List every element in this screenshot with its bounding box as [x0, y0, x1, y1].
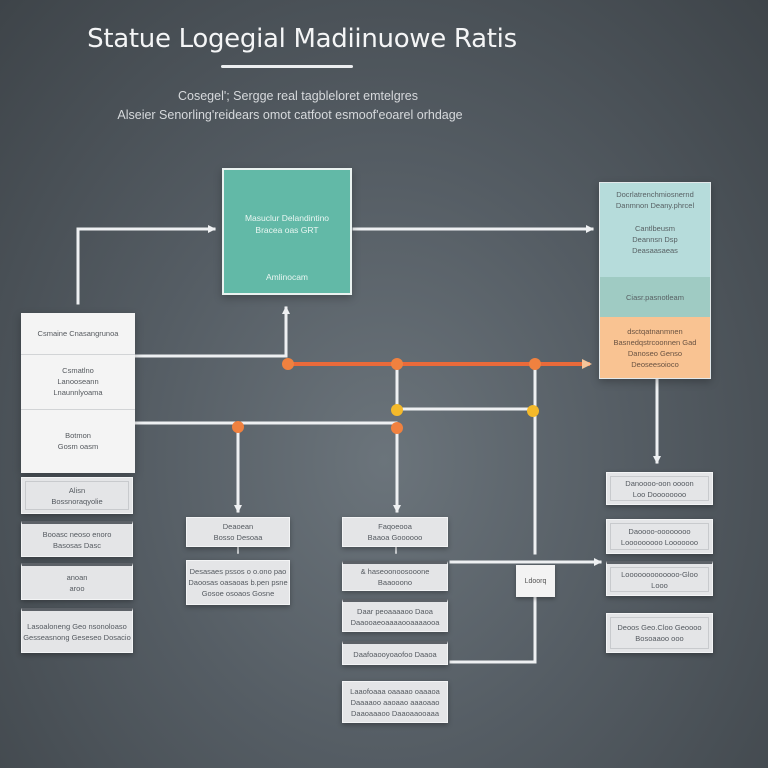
- left-card[interactable]: Booasc neoso enoro Basosas Dasc: [21, 521, 133, 557]
- subtitle-line-1: Cosegel'; Sergge real tagbleloret emtelg…: [177, 89, 419, 103]
- junction-orange: [529, 358, 541, 370]
- stack-bottom-line: dsctqatnanmnen: [627, 326, 683, 336]
- right-card[interactable]: Looooooooooooo-Gloo Looo: [606, 561, 713, 596]
- card-line: Daar peoaaaaoo Daoa: [357, 606, 433, 616]
- card-line: Daaoaaaoo Daaoaaooaaa: [351, 708, 439, 718]
- teal-node-line-2: Bracea oas GRT: [255, 225, 319, 235]
- cell-label: Botmon: [65, 431, 91, 440]
- card-line: Daafoaooyoaofoo Daaoa: [353, 649, 437, 659]
- right-card[interactable]: Deoos Geo.Cloo Geoooo Bosoaaoo ooo: [606, 613, 713, 653]
- stack-bottom-line: Basnedqstrcoonnen Gad: [613, 337, 697, 347]
- junction-orange: [282, 358, 294, 370]
- card-line: Gosoe osoaos Gosne: [201, 589, 275, 598]
- right-card[interactable]: Danoooo-oon oooon Loo Doooooooo: [606, 472, 713, 505]
- card-line: Daaaaoo aaoaao aaaoaao: [350, 697, 440, 707]
- card-line: & haseoonoosooone: [360, 567, 430, 576]
- left-column-node[interactable]: Csmaine Cnasangrunoa Csmatlno Lanooseann…: [21, 313, 135, 473]
- card-line: Alisn: [68, 485, 86, 495]
- junction-yellow: [527, 405, 539, 417]
- card-line: anoan: [66, 572, 88, 582]
- card-line: Looooooooo Looooooo: [620, 537, 699, 547]
- left-column-cell-3: Botmon Gosm oasm: [21, 409, 135, 473]
- card-line: Loo Doooooooo: [632, 489, 687, 499]
- card-line: Baaooono: [377, 578, 413, 587]
- card-line: Daoosas oasaoas b.pen psne: [188, 578, 288, 587]
- card-line: Laaofoaaa oaaaao oaaaoa: [350, 686, 440, 696]
- cell-label: Lnaunnlyoama: [53, 388, 103, 397]
- stack-middle-segment: Ciasr.pasnotleam: [600, 277, 710, 317]
- left-card[interactable]: anoan aroo: [21, 563, 133, 600]
- card-line: Gesseasnong Geseseo Dosacio: [23, 632, 131, 642]
- center-card[interactable]: & haseoonoosooone Baaooono: [342, 561, 448, 591]
- center-card[interactable]: Daafoaooyoaofoo Daaoa: [342, 641, 448, 665]
- mid-card[interactable]: Deaoean Bosso Desoaa: [186, 517, 290, 547]
- stack-top-line: Docrlatrenchmiosnernd: [616, 190, 694, 199]
- small-box-label: Ldoorq: [524, 577, 547, 585]
- teal-node-footer: Amlinocam: [265, 272, 309, 282]
- card-line: Daoooo-oooooooo: [628, 526, 691, 536]
- teal-node-line-1: Masuclur Delandintino: [244, 213, 330, 223]
- subtitle-line-2: Alseier Senorling'reidears omot catfoot …: [117, 108, 463, 122]
- left-column-cell-2: Csmatlno Lanooseann Lnaunnlyoama: [21, 354, 135, 410]
- card-line: Looo: [651, 580, 668, 590]
- left-card[interactable]: Alisn Bossnoraqyolie: [21, 477, 133, 514]
- cell-label: Csmaine Cnasangrunoa: [37, 329, 119, 338]
- mid-card[interactable]: Desasaes pssos o o.ono pao Daoosas oasao…: [186, 560, 290, 605]
- card-line: Lasoaloneng Geo nsonoloaso: [27, 621, 127, 631]
- stack-middle-label: Ciasr.pasnotleam: [626, 292, 684, 302]
- title-underline: [221, 65, 353, 68]
- small-junction-box[interactable]: Ldoorq: [516, 565, 555, 597]
- card-line: Booasc neoso enoro: [42, 530, 112, 539]
- stack-bottom-line: Deoseesoioco: [631, 359, 679, 369]
- stack-top-line: Deasaasaeas: [632, 246, 678, 255]
- cell-label: Csmatlno: [62, 366, 94, 375]
- junction-orange: [232, 421, 244, 433]
- card-line: Bosoaaoo ooo: [635, 634, 684, 643]
- stack-bottom-segment: dsctqatnanmnen Basnedqstrcoonnen Gad Dan…: [600, 317, 710, 378]
- card-line: Daaooaeoaaaaooaaaaooa: [350, 617, 440, 627]
- connector-leftcol-to-teal: [133, 306, 290, 358]
- right-card[interactable]: Daoooo-oooooooo Looooooooo Looooooo: [606, 519, 713, 554]
- diagram-title: Statue Logegial Madiinuowe Ratis: [87, 24, 517, 54]
- junction-yellow: [391, 404, 403, 416]
- card-line: aroo: [69, 583, 85, 593]
- center-card[interactable]: Faqoeooa Baaoa Goooooo: [342, 517, 448, 547]
- cell-label: Lanooseann: [57, 377, 99, 386]
- card-line: Looooooooooooo-Gloo: [621, 569, 698, 579]
- center-card[interactable]: Laaofoaaa oaaaao oaaaoa Daaaaoo aaoaao a…: [342, 681, 448, 723]
- junction-orange: [391, 358, 403, 370]
- stack-top-line: Cantlbeusm: [634, 224, 676, 233]
- card-line: Deaoean: [222, 522, 254, 531]
- connector-small-box-loop: [449, 596, 537, 664]
- card-line: Basosas Dasc: [53, 541, 101, 550]
- card-line: Desasaes pssos o o.ono pao: [189, 567, 287, 576]
- card-line: Danoooo-oon oooon: [625, 478, 694, 488]
- card-line: Deoos Geo.Cloo Geoooo: [617, 623, 702, 632]
- connector-left-to-teal: [76, 225, 216, 305]
- teal-process-node[interactable]: Masuclur Delandintino Bracea oas GRT Aml…: [222, 168, 352, 295]
- center-card[interactable]: Daar peoaaaaoo Daoa Daaooaeoaaaaooaaaaoo…: [342, 599, 448, 632]
- card-line: Bossnoraqyolie: [51, 496, 103, 506]
- cell-label: Gosm oasm: [57, 442, 99, 451]
- stack-top-line: Danmnon Deany.phrcel: [615, 201, 695, 210]
- card-line: Bosso Desoaa: [213, 533, 263, 542]
- left-card[interactable]: Lasoaloneng Geo nsonoloaso Gesseasnong G…: [21, 608, 133, 653]
- junction-orange: [391, 422, 403, 434]
- state-stack-node[interactable]: Docrlatrenchmiosnernd Danmnon Deany.phrc…: [599, 182, 711, 379]
- stack-top-segment: Docrlatrenchmiosnernd Danmnon Deany.phrc…: [600, 183, 710, 277]
- left-column-cell-1: Csmaine Cnasangrunoa: [21, 313, 135, 355]
- card-line: Baaoa Goooooo: [367, 533, 423, 542]
- stack-top-line: Deannsn Dsp: [632, 235, 678, 244]
- stack-bottom-line: Danoseo Genso: [627, 348, 683, 358]
- card-line: Faqoeooa: [378, 522, 412, 531]
